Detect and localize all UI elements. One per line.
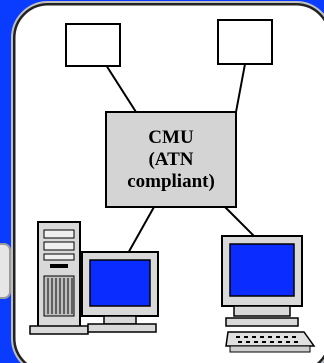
- terminal-base: [233, 305, 291, 317]
- top-left-box: [65, 23, 121, 67]
- drive-bay-3: [43, 253, 75, 261]
- monitor-neck: [103, 315, 137, 325]
- tower-vent: [43, 275, 75, 317]
- top-right-box: [217, 19, 273, 65]
- vent-lines: [47, 278, 73, 314]
- desktop-workstation: [29, 221, 159, 335]
- monitor-stand: [87, 323, 157, 333]
- keyboard-keys: [236, 336, 298, 343]
- keyboard-edge: [229, 345, 311, 353]
- connector-bottom-right: [224, 206, 257, 239]
- connector-top-right: [235, 63, 246, 113]
- desktop-screen: [89, 259, 151, 307]
- floppy-slot: [50, 264, 68, 268]
- connectors: [105, 63, 257, 256]
- connector-bottom-left: [126, 206, 155, 256]
- side-tab: [0, 243, 11, 299]
- panel-outline: [11, 1, 324, 363]
- monitor-keyboard-terminal: [221, 235, 316, 353]
- cmu-box: [105, 111, 237, 208]
- drive-bay-1: [43, 229, 75, 239]
- keyboard: [225, 331, 316, 347]
- terminal-screen: [229, 243, 295, 297]
- terminal-stand: [225, 317, 299, 327]
- drive-bay-2: [43, 241, 75, 251]
- connector-top-left: [105, 64, 137, 113]
- tower-base: [29, 325, 89, 335]
